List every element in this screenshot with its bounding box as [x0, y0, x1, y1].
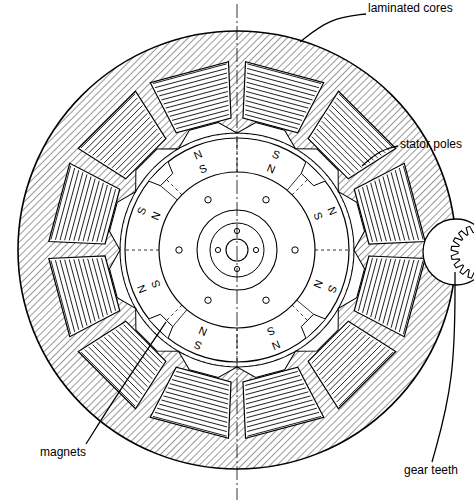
magnet-pole-letter: N [197, 324, 210, 338]
magnet-pole-letter: S [325, 283, 339, 296]
magnet-pole-letter: S [311, 210, 325, 223]
magnet-pole-letter: N [191, 148, 204, 162]
magnet-divider [292, 305, 308, 321]
part-label: stator poles [400, 138, 462, 151]
part-label: magnets [40, 446, 86, 459]
center-line [237, 4, 238, 500]
magnet-pole-letter: N [270, 338, 283, 352]
rotor-hole [205, 297, 211, 303]
magnet-pole-letter: N [149, 210, 163, 223]
part-label: gear teeth [404, 464, 458, 477]
leader-line [432, 272, 455, 462]
magnet-gap [149, 314, 173, 338]
magnet-divider [166, 179, 182, 195]
magnet-divider [166, 305, 182, 321]
rotor-hole [263, 297, 269, 303]
magnet-pole-letter: S [149, 277, 163, 290]
rotor-hole [292, 247, 298, 253]
leader-line [362, 146, 398, 166]
magnet-gap [149, 162, 173, 186]
magnet-pole-letter: N [325, 204, 339, 217]
magnet-pole-letter: N [311, 277, 325, 290]
leader-line [86, 322, 166, 444]
magnet-pole-letter: S [191, 338, 204, 352]
magnet-pole-letter: N [135, 283, 149, 296]
magnet-pole-letter: S [135, 204, 149, 217]
gear [451, 225, 474, 279]
leader-line [300, 14, 366, 42]
magnet-pole-letter: N [264, 162, 277, 176]
magnet-pole-letter: S [270, 148, 283, 162]
part-label: laminated cores [368, 2, 453, 15]
hub-hole [215, 247, 220, 252]
rotor-hole [263, 197, 269, 203]
magnet-gap [301, 314, 325, 338]
magnet-gap [301, 162, 325, 186]
motor [18, 4, 474, 500]
hub-hole [253, 247, 258, 252]
magnet-divider [315, 250, 349, 251]
magnet-pole-letter: S [264, 324, 277, 338]
magnet-pole-letter: S [197, 162, 210, 176]
magnet-divider [292, 179, 308, 195]
magnet-divider [125, 250, 159, 251]
rotor-hole [176, 247, 182, 253]
rotor-hole [205, 197, 211, 203]
